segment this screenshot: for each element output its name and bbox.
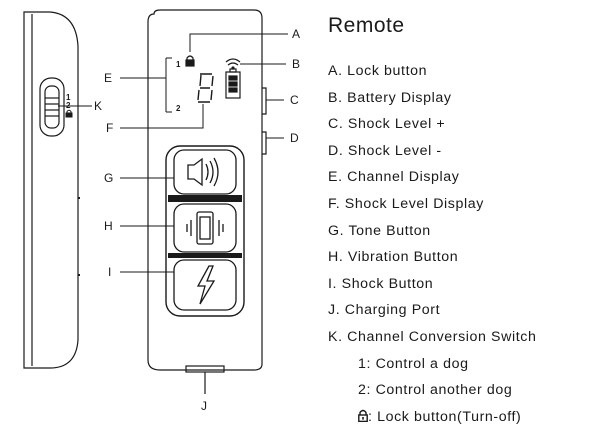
legend-item-c: C. Shock Level + [328, 116, 446, 133]
callout-b: B [292, 57, 300, 71]
callout-g: G [104, 171, 113, 185]
switch-mark-1: 1 [66, 93, 71, 102]
button-panel [165, 145, 245, 317]
tone-speaker-icon [187, 157, 219, 187]
legend-title: Remote [328, 14, 405, 37]
callout-h: H [104, 219, 113, 233]
shock-bolt-icon [196, 265, 216, 305]
shock-button[interactable] [173, 259, 237, 311]
vibration-icon [186, 211, 224, 245]
channel-bracket [120, 57, 172, 113]
callout-d: D [290, 131, 299, 145]
legend-list: A. Lock button B. Battery Display C. Sho… [328, 58, 596, 430]
lock-sub-item-label: : Lock button(Turn-off) [368, 408, 522, 425]
callout-f-leader [120, 104, 204, 129]
legend-item-g: G. Tone Button [328, 222, 431, 239]
callout-a: A [292, 27, 300, 41]
legend-item-j: J. Charging Port [328, 302, 441, 319]
switch-lock-icon [65, 109, 73, 118]
callout-j: J [201, 399, 207, 413]
legend-panel: Remote A. Lock button B. Battery Display… [328, 14, 596, 430]
signal-icon [225, 58, 241, 70]
legend-item-i: I. Shock Button [328, 275, 434, 292]
channel-mark-1: 1 [176, 60, 181, 69]
legend-item-k: K. Channel Conversion Switch [328, 328, 537, 345]
callout-a-leader [189, 33, 288, 52]
lock-icon [358, 409, 368, 422]
legend-sub-item-2: 2: Control another dog [358, 382, 513, 399]
callout-f: F [106, 121, 113, 135]
callout-k: K [94, 99, 102, 113]
legend-sub-item-lock: : Lock button(Turn-off) [328, 404, 596, 431]
tone-button[interactable] [173, 149, 237, 195]
legend-item-a: A. Lock button [328, 63, 428, 79]
legend-sub-item-1: 1: Control a dog [358, 355, 469, 372]
remote-front-view [147, 9, 267, 394]
battery-icon [225, 68, 241, 99]
legend-item-e: E. Channel Display [328, 169, 460, 186]
shock-level-display [197, 73, 214, 103]
legend-item-f: F. Shock Level Display [328, 195, 484, 212]
legend-item-d: D. Shock Level - [328, 142, 442, 159]
callout-c: C [290, 93, 299, 107]
display-lock-icon [185, 55, 195, 67]
callout-i: I [108, 265, 111, 279]
legend-item-b: B. Battery Display [328, 89, 452, 106]
channel-mark-2: 2 [176, 104, 181, 113]
vibration-button[interactable] [173, 203, 237, 253]
callout-e: E [104, 71, 112, 85]
legend-item-h: H. Vibration Button [328, 249, 459, 266]
remote-side-view [23, 11, 80, 369]
